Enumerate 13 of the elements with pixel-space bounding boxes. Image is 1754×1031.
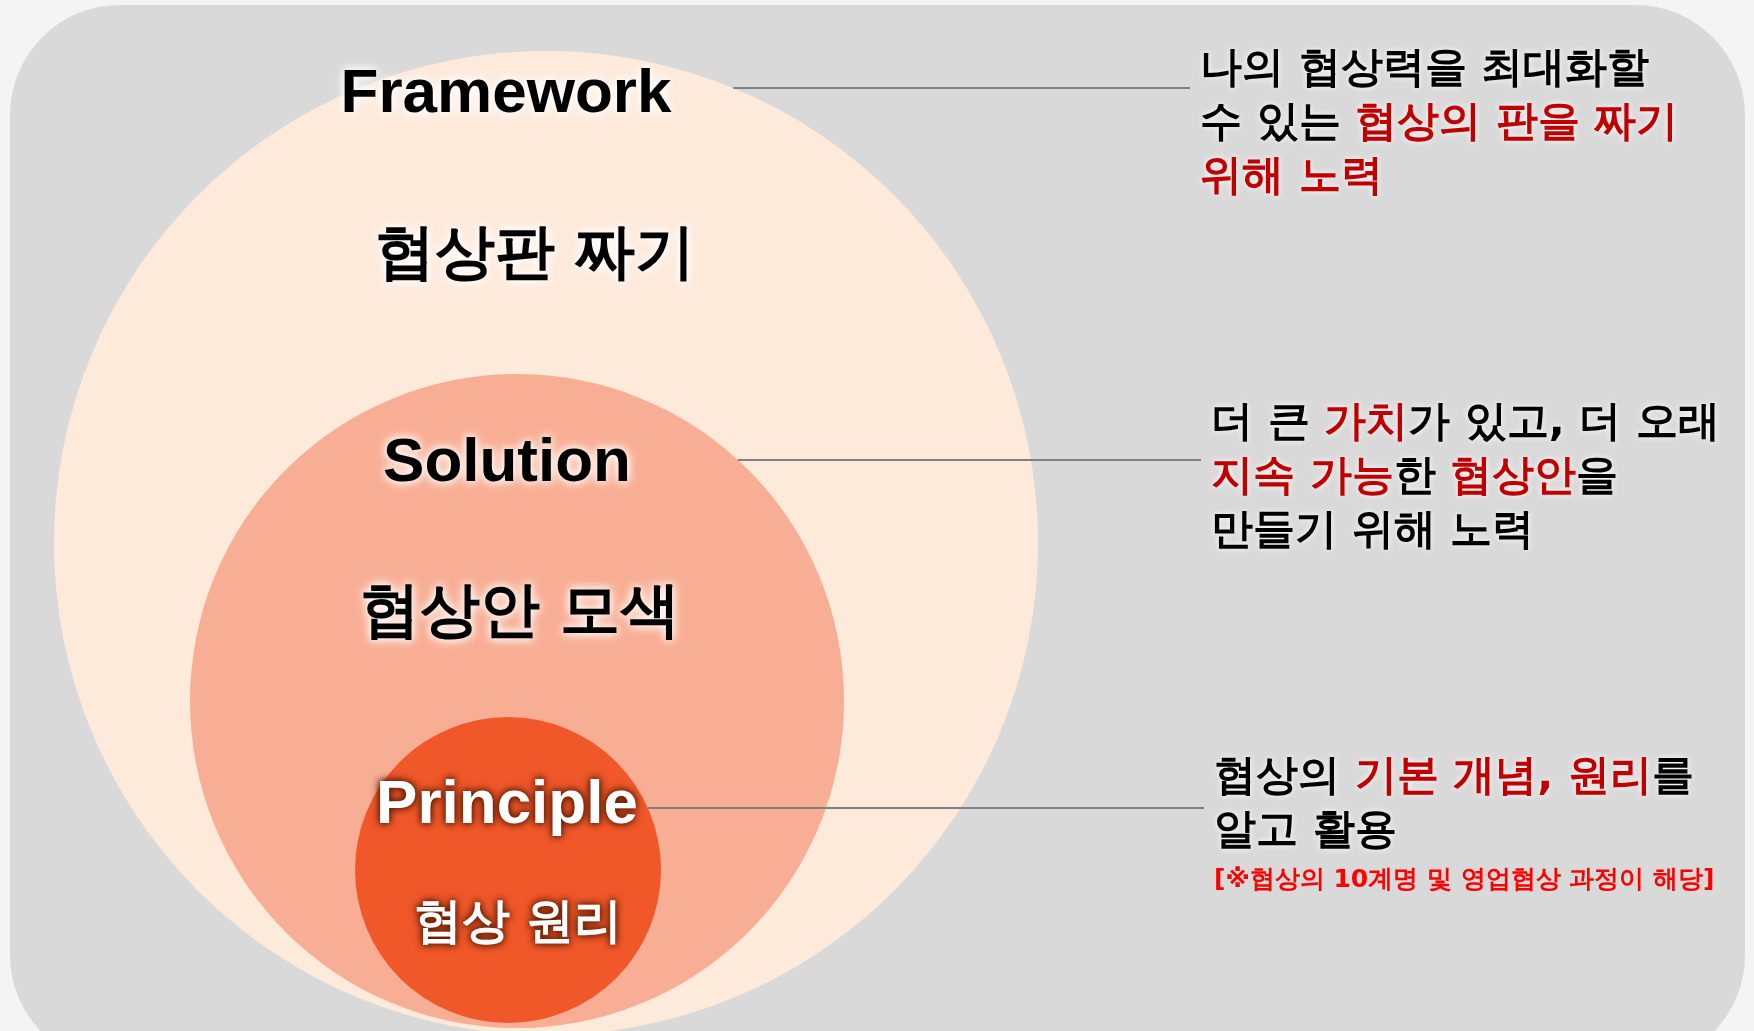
circle-title: Principle <box>376 765 638 837</box>
circle-label: 협상 원리 <box>413 891 623 950</box>
leader-line <box>737 459 1202 461</box>
circle-title: Framework <box>340 54 672 126</box>
leader-line <box>732 87 1191 89</box>
note-text: [※협상의 10계명 및 영업협상 과정이 해당] <box>1214 863 1716 895</box>
circle-label: 협상판 짜기 <box>374 214 696 288</box>
circle-label: 협상안 모색 <box>359 572 681 646</box>
description-text: 협상의 기본 개념, 원리를 알고 활용 <box>1214 749 1695 855</box>
leader-line <box>646 807 1205 809</box>
description-text: 나의 협상력을 최대화할 수 있는 협상의 판을 짜기 위해 노력 <box>1200 41 1680 201</box>
circle-title: Solution <box>383 423 631 495</box>
description-text: 더 큰 가치가 있고, 더 오래 지속 가능한 협상안을 만들기 위해 노력 <box>1211 395 1722 555</box>
